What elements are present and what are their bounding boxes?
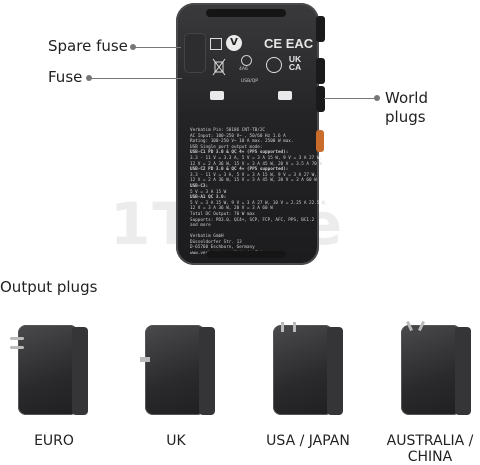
leader-fuse <box>88 78 182 79</box>
port-label-usbqp: USB/QP <box>241 79 259 84</box>
spec-line: USB-C1 PD 3.0 & QC 4+ (PPS supported): <box>190 150 289 156</box>
side-slider-2[interactable] <box>316 58 325 84</box>
callout-world-plugs: World plugs <box>385 89 428 126</box>
leader-world-plugs <box>324 98 378 99</box>
mini-side-uk <box>199 327 215 415</box>
plug-label-australia-china: AUSTRALIA / CHINA <box>386 433 474 465</box>
spec-line: USB-C3: <box>190 183 209 189</box>
spec-line: 12 V = 3 A 36 W, 20 V = 3 A 60 W <box>190 206 273 212</box>
mini-side-euro <box>72 327 88 415</box>
plug-label-euro: EURO <box>34 433 74 449</box>
plug-label-uk: UK <box>166 433 186 449</box>
travel-adapter-device: V CE EAC UK CA 4A6 USB/QP Verbatim Pin: … <box>176 3 327 265</box>
top-edge-slot <box>206 9 286 17</box>
spec-line: AC Input: 100-250 V~ , 50/60 Hz 1.6 A <box>190 133 286 139</box>
spec-line: Total DC Output: 70 W max <box>190 211 255 217</box>
spec-line: 5 V = 3 A 15 W, 9 V = 3 A 27 W, 10 V = 2… <box>190 200 328 206</box>
usa-pins <box>281 322 284 332</box>
callout-fuse: Fuse <box>48 68 83 86</box>
side-slider-3[interactable] <box>316 86 325 112</box>
callout-spare-fuse: Spare fuse <box>48 37 128 55</box>
spec-line: D-65760 Eschborn, Germany <box>190 245 255 251</box>
spare-fuse-compartment <box>184 33 206 73</box>
spec-line: 12 V = 2 A 36 W, 15 V = 3 A 45 W, 20 V =… <box>190 178 317 184</box>
plug-label-usa-japan: USA / JAPAN <box>266 433 350 449</box>
mini-device-euro <box>18 325 78 415</box>
mini-side-usa <box>327 327 343 415</box>
port-label-4a6: 4A6 <box>239 67 248 72</box>
ukca-mark: UK CA <box>288 54 302 72</box>
spec-line: Verbatim GmbH <box>190 234 224 240</box>
weee-bin-icon <box>212 58 226 76</box>
eac-mark: EAC <box>285 36 314 51</box>
spec-line: and more <box>190 223 211 229</box>
side-button-orange[interactable] <box>316 130 324 152</box>
brand-badge: V <box>226 35 242 51</box>
spec-line: USB Single port output mode: <box>190 144 263 150</box>
spec-text-block: Verbatim Pin: 50186 CNT-TB/2C AC Input: … <box>190 128 327 257</box>
double-insulation-icon <box>210 38 222 50</box>
spec-line: Supports: PD3.0, QC4+, SCP, FCP, AFC, PP… <box>190 217 315 223</box>
mini-device-usa <box>273 325 333 415</box>
spec-line: Verbatim Pin: 50186 CNT-TB/2C <box>190 128 266 133</box>
mini-side-australia <box>455 327 471 415</box>
spec-line: Rating: 100-250 V~ 10 A max. 2500 W max. <box>190 139 294 145</box>
euro-pins <box>10 337 24 340</box>
output-plugs-title: Output plugs <box>0 278 98 296</box>
spec-line: 12 V = 2 A 36 W, 15 V = 3 A 45 W, 20 V =… <box>190 161 322 167</box>
plug-slider-right[interactable] <box>278 91 292 100</box>
spec-line: USB-A1 QC 3.0: <box>190 195 227 201</box>
spec-line: Düsseldorfer Str. 13 <box>190 239 242 245</box>
side-slider-1[interactable] <box>316 16 325 42</box>
spec-line: USB-C2 PD 3.0 & QC 4+ (PPS supported): <box>190 167 289 173</box>
leader-dot-spare-fuse <box>130 44 136 50</box>
mini-device-australia <box>401 325 461 415</box>
fcc-icon <box>266 57 282 73</box>
ce-mark: CE <box>264 36 283 51</box>
spec-line: 3.3 - 11 V = 3.3 A, 5 V = 3 A 15 W, 9 V … <box>190 155 322 161</box>
spec-line: 3.3 - 11 V = 3 A, 5 V = 3 A 15 W, 9 V = … <box>190 172 317 178</box>
ce-eac-mark: CE EAC <box>264 36 313 51</box>
leader-dot-fuse <box>86 75 92 81</box>
euro-pins-2 <box>10 346 24 349</box>
usa-pins-2 <box>293 322 296 332</box>
uk-pin <box>140 357 150 362</box>
leader-dot-world-plugs <box>374 95 380 101</box>
spec-line: 5 V = 3 A 15 W <box>190 189 227 195</box>
plug-slider-left[interactable] <box>210 91 224 100</box>
mini-device-uk <box>145 325 205 415</box>
bottom-edge-slot <box>206 251 286 258</box>
leader-spare-fuse <box>131 47 181 48</box>
indicator-circle <box>241 55 252 66</box>
